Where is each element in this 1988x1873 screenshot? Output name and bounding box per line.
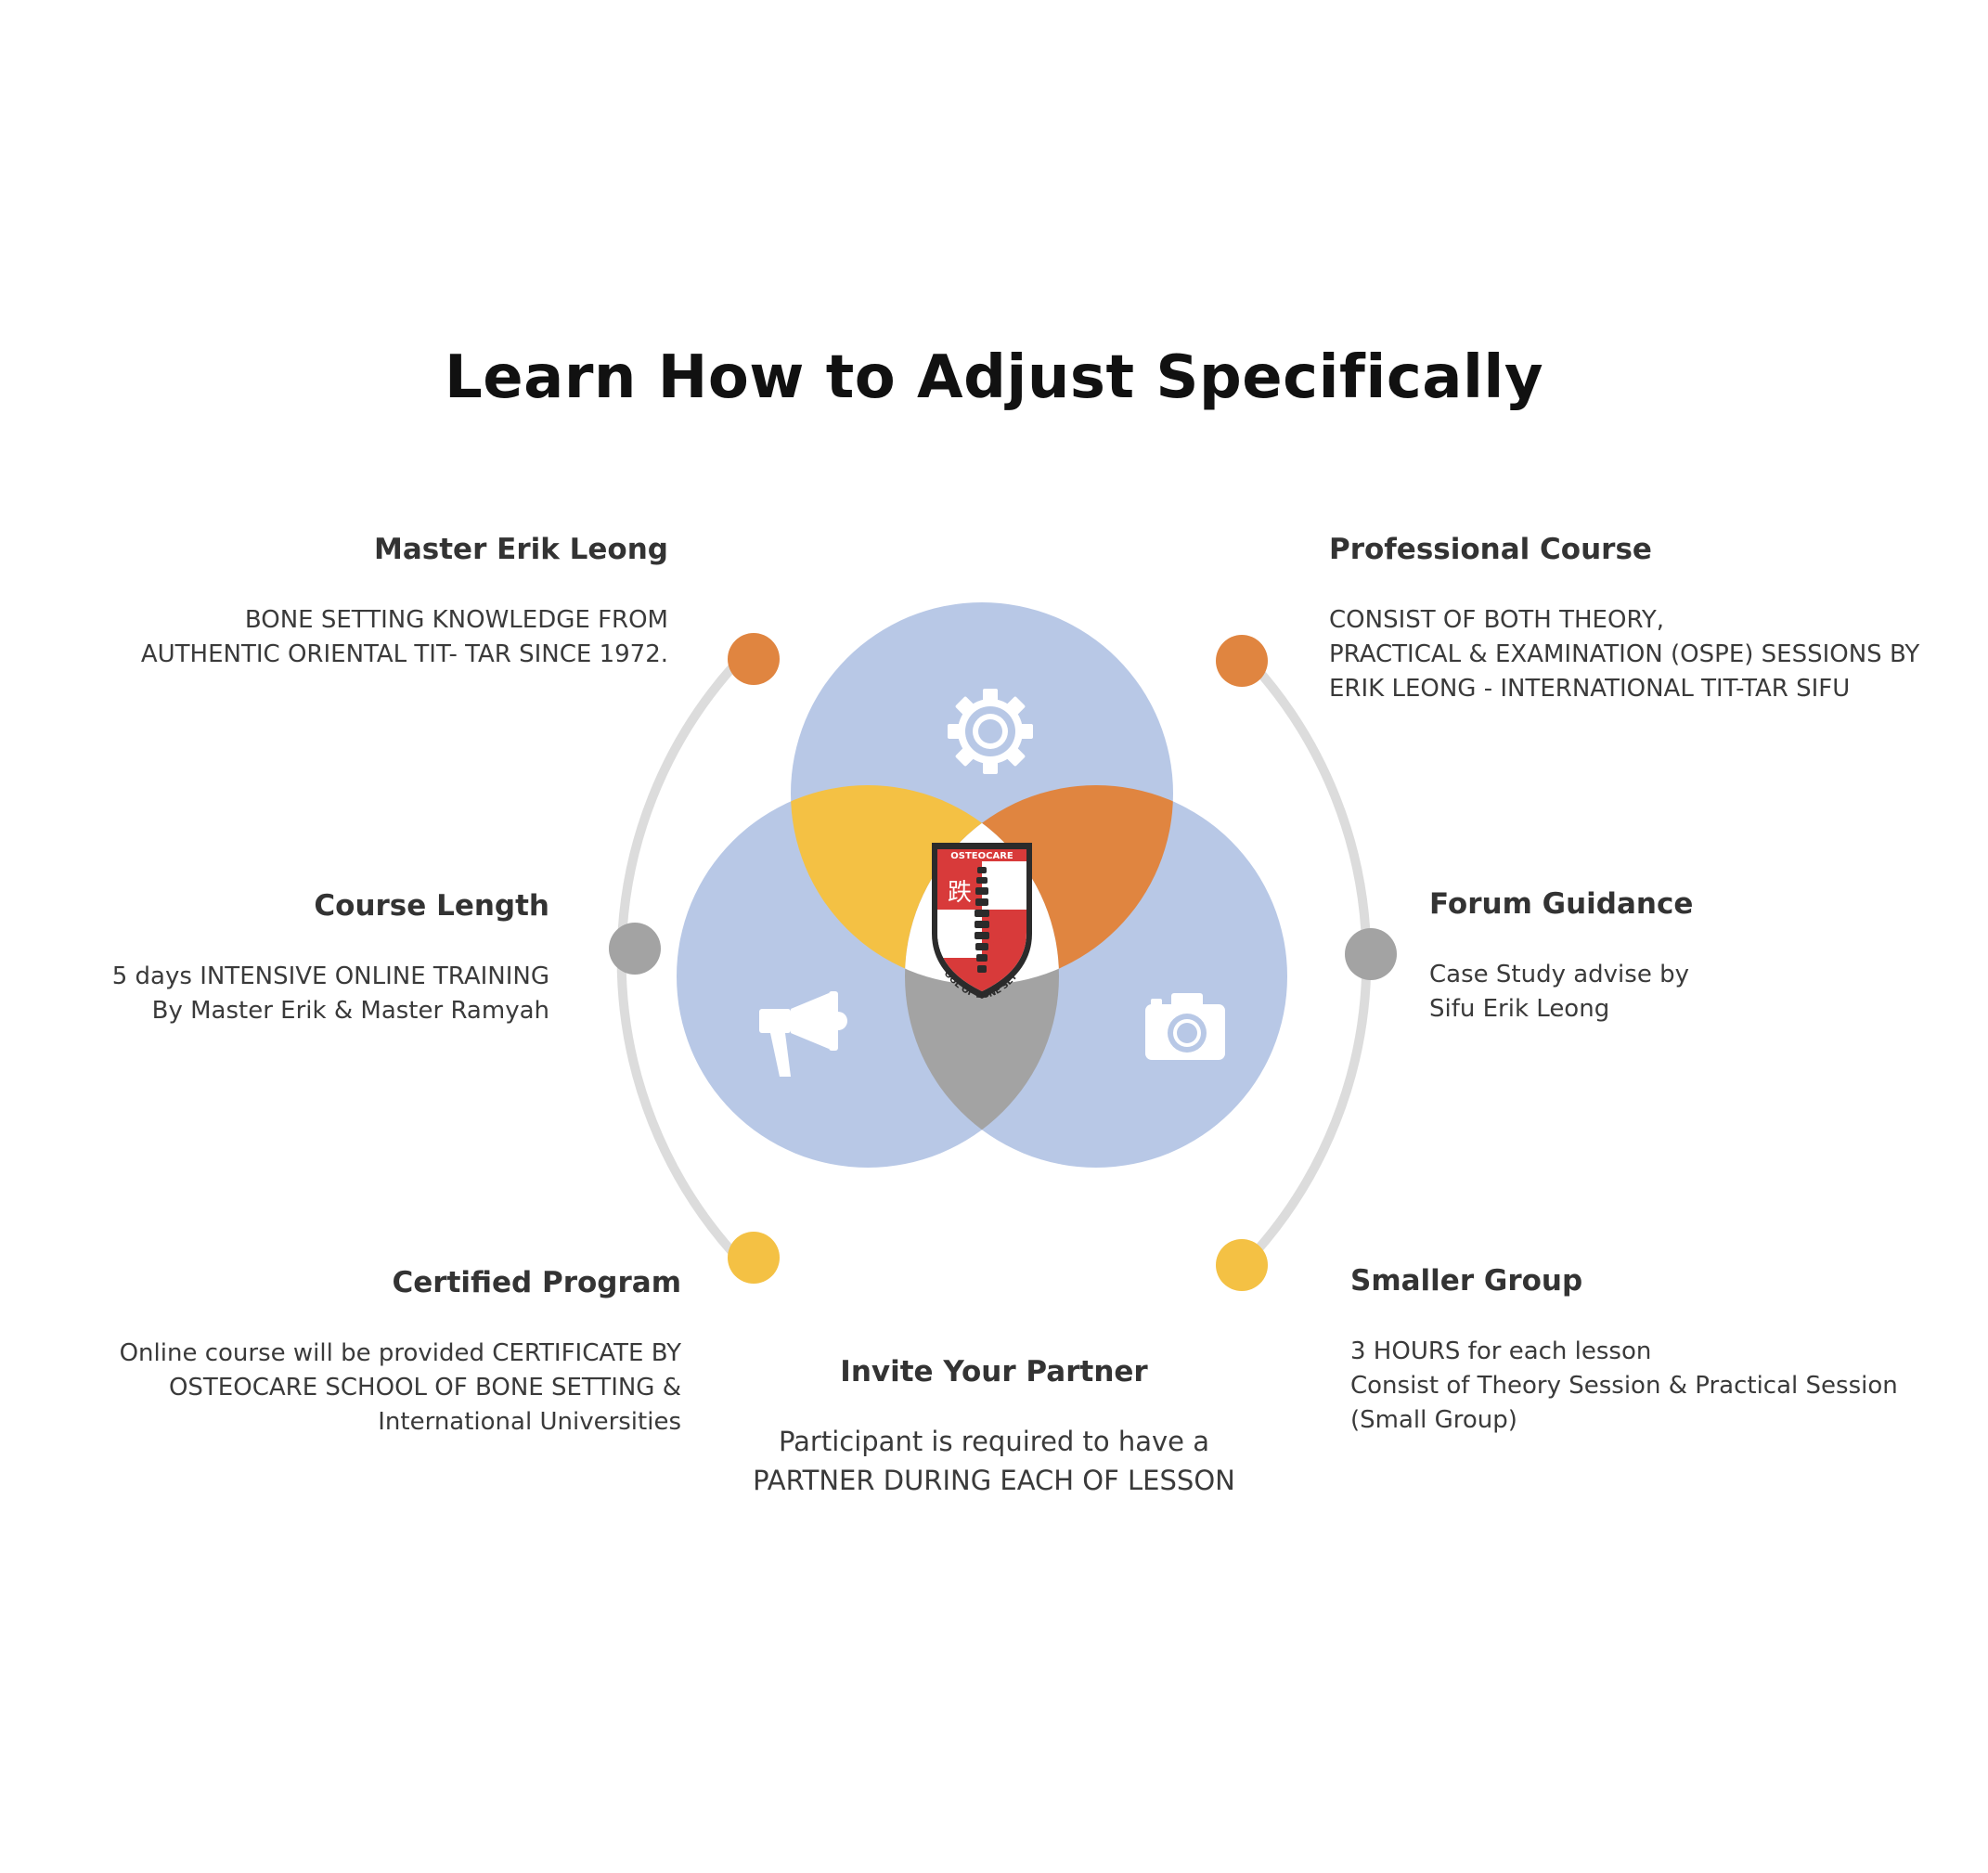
feature-line: International Universities [378, 1408, 681, 1436]
feature-master-erik-leong: Master Erik Leong BONE SETTING KNOWLEDGE… [141, 533, 668, 672]
feature-title: Course Length [314, 889, 549, 923]
camera-icon [1145, 993, 1225, 1060]
feature-line: CONSIST OF BOTH THEORY, [1329, 606, 1664, 634]
feature-line: Participant is required to have a [778, 1426, 1210, 1457]
feature-line: By Master Erik & Master Ramyah [151, 997, 549, 1025]
feature-title: Certified Program [392, 1266, 682, 1299]
page-title: Learn How to Adjust Specifically [444, 343, 1544, 412]
feature-smaller-group: Smaller Group 3 HOURS for each lesson Co… [1350, 1264, 1898, 1438]
feature-line: Case Study advise by [1429, 961, 1689, 988]
feature-line: BONE SETTING KNOWLEDGE FROM [244, 606, 668, 634]
feature-line: 5 days INTENSIVE ONLINE TRAINING [111, 962, 549, 990]
dot-forum [1345, 928, 1397, 980]
feature-title: Forum Guidance [1429, 887, 1694, 921]
feature-line: AUTHENTIC ORIENTAL TIT- TAR SINCE 1972. [140, 640, 668, 668]
logo-char-top: 跌 [948, 879, 972, 907]
feature-certified-program: Certified Program Online course will be … [120, 1266, 681, 1440]
megaphone-icon [759, 991, 847, 1077]
feature-title: Smaller Group [1350, 1264, 1583, 1298]
feature-forum-guidance: Forum Guidance Case Study advise by Sifu… [1429, 887, 1693, 1027]
feature-professional-course: Professional Course CONSIST OF BOTH THEO… [1329, 533, 1919, 706]
feature-invite-partner: Invite Your Partner Participant is requi… [716, 1355, 1272, 1500]
gear-icon [948, 689, 1033, 774]
feature-line: Consist of Theory Session & Practical Se… [1350, 1372, 1898, 1400]
feature-title: Invite Your Partner [840, 1355, 1148, 1389]
dot-smaller-group [1216, 1239, 1268, 1291]
feature-title: Professional Course [1329, 533, 1652, 566]
feature-course-length: Course Length 5 days INTENSIVE ONLINE TR… [112, 889, 549, 1028]
dot-certified [728, 1232, 780, 1284]
logo-banner: OSTEOCARE [950, 851, 1013, 861]
feature-line: (Small Group) [1350, 1406, 1517, 1434]
dot-master [728, 633, 780, 685]
feature-line: ERIK LEONG - INTERNATIONAL TIT-TAR SIFU [1329, 675, 1851, 703]
dot-professional [1216, 635, 1268, 687]
logo-char-bottom: 打 [992, 927, 1016, 955]
feature-line: PARTNER DURING EACH OF LESSON [753, 1465, 1235, 1496]
feature-line: OSTEOCARE SCHOOL OF BONE SETTING & [168, 1374, 681, 1402]
feature-line: 3 HOURS for each lesson [1350, 1337, 1652, 1365]
feature-line: Sifu Erik Leong [1429, 995, 1610, 1023]
feature-line: Online course will be provided CERTIFICA… [119, 1339, 681, 1367]
dot-course-length [609, 923, 661, 975]
feature-line: PRACTICAL & EXAMINATION (OSPE) SESSIONS … [1329, 640, 1920, 668]
feature-title: Master Erik Leong [374, 533, 668, 566]
